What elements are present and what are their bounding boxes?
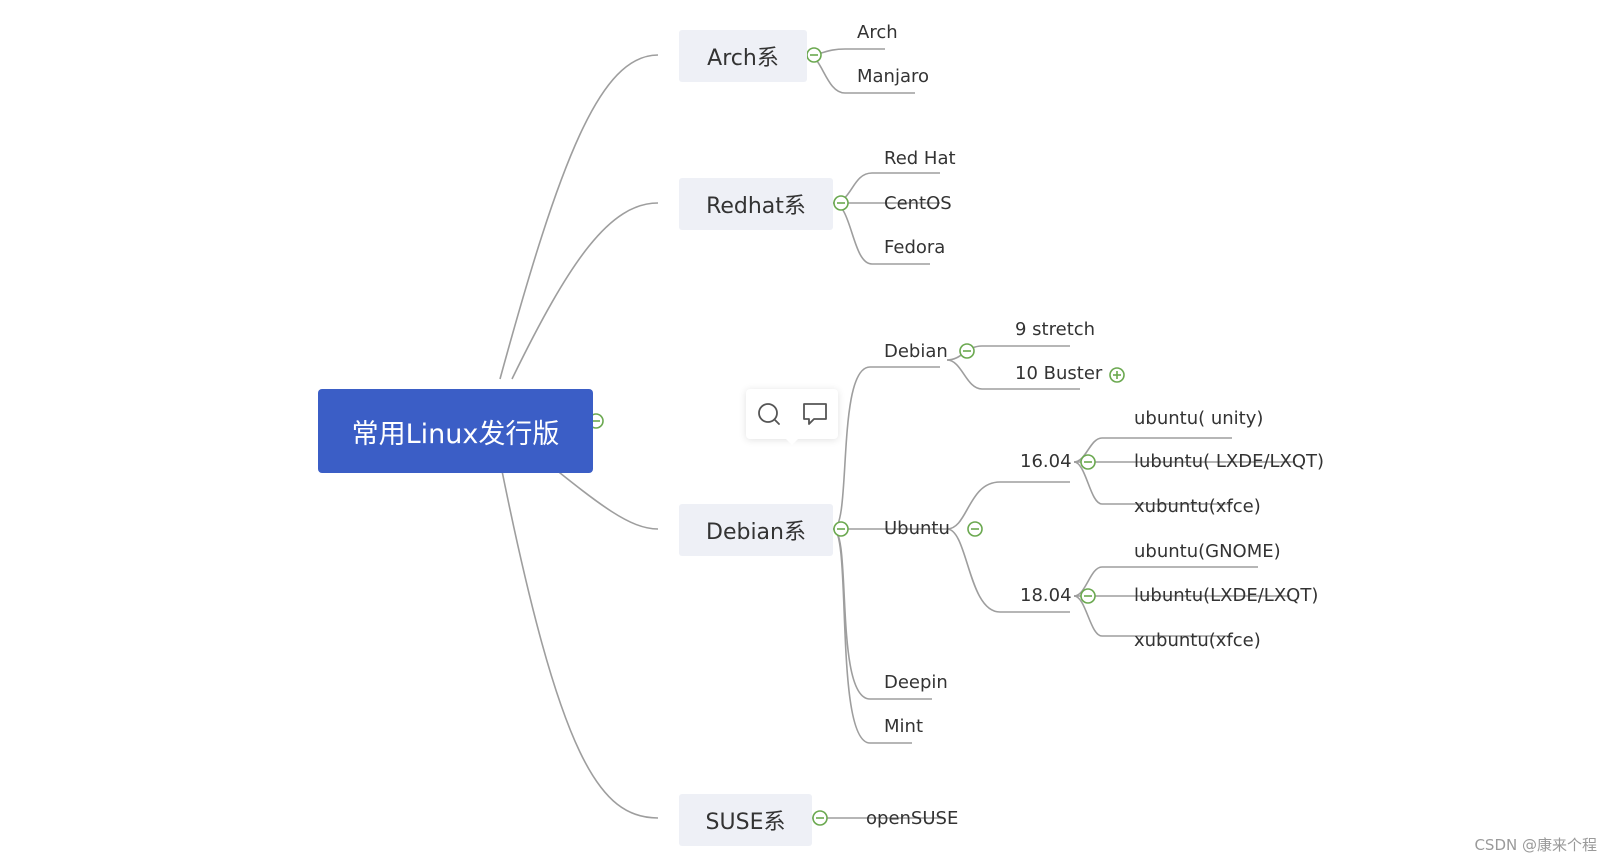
leaf-node-lubuntu-lxde-lxqt-1604[interactable]: lubuntu( LXDE/LXQT) — [1134, 451, 1325, 472]
collapse-toggle-ubuntu[interactable] — [967, 521, 983, 537]
leaf-node-manjaro[interactable]: Manjaro — [857, 66, 930, 87]
branch-node-redhat[interactable]: Redhat系 — [679, 178, 833, 230]
leaf-node-fedora[interactable]: Fedora — [884, 237, 946, 258]
branch-node-debian[interactable]: Debian系 — [679, 504, 833, 556]
collapse-toggle-redhat[interactable] — [833, 195, 849, 211]
node-18-04[interactable]: 18.04 — [1020, 585, 1072, 606]
leaf-node-xubuntu-xfce-1804[interactable]: xubuntu(xfce) — [1134, 630, 1261, 651]
root-node[interactable]: 常用Linux发行版 — [318, 389, 593, 473]
leaf-node-red-hat[interactable]: Red Hat — [884, 148, 956, 169]
collapse-toggle-debian[interactable] — [959, 343, 975, 359]
branch-node-suse[interactable]: SUSE系 — [679, 794, 812, 846]
node-ubuntu[interactable]: Ubuntu — [884, 518, 950, 539]
leaf-node-xubuntu-xfce-1604[interactable]: xubuntu(xfce) — [1134, 496, 1261, 517]
leaf-node-lubuntu-lxde-lxqt-1804[interactable]: lubuntu(LXDE/LXQT) — [1134, 585, 1319, 606]
collapse-toggle-16-04[interactable] — [1080, 454, 1096, 470]
collapse-toggle-suse[interactable] — [812, 810, 828, 826]
leaf-node-mint[interactable]: Mint — [884, 716, 923, 737]
leaf-node-centos[interactable]: CentOS — [884, 193, 952, 214]
leaf-node-opensuse[interactable]: openSUSE — [866, 808, 959, 829]
expand-toggle-10-buster[interactable] — [1109, 367, 1125, 383]
leaf-node-ubuntu-gnome[interactable]: ubuntu(GNOME) — [1134, 541, 1281, 562]
leaf-node-arch[interactable]: Arch — [857, 22, 898, 43]
collapse-toggle-18-04[interactable] — [1080, 588, 1096, 604]
branch-node-arch[interactable]: Arch系 — [679, 30, 807, 82]
node-10-buster[interactable]: 10 Buster — [1015, 363, 1103, 384]
floating-toolbar — [746, 389, 838, 439]
node-16-04[interactable]: 16.04 — [1020, 451, 1072, 472]
leaf-node-9-stretch[interactable]: 9 stretch — [1015, 319, 1096, 340]
watermark: CSDN @康来个程 — [1474, 836, 1597, 854]
search-icon — [758, 403, 780, 425]
toolbar-pointer — [785, 438, 799, 445]
leaf-node-deepin[interactable]: Deepin — [884, 672, 948, 693]
leaf-node-ubuntu-unity[interactable]: ubuntu( unity) — [1134, 408, 1264, 429]
comment-icon — [803, 403, 827, 425]
node-debian[interactable]: Debian — [884, 341, 948, 362]
collapse-toggle-arch[interactable] — [806, 47, 822, 63]
collapse-toggle-debian-branch[interactable] — [833, 521, 849, 537]
comment-button[interactable] — [797, 396, 833, 432]
search-button[interactable] — [751, 396, 787, 432]
